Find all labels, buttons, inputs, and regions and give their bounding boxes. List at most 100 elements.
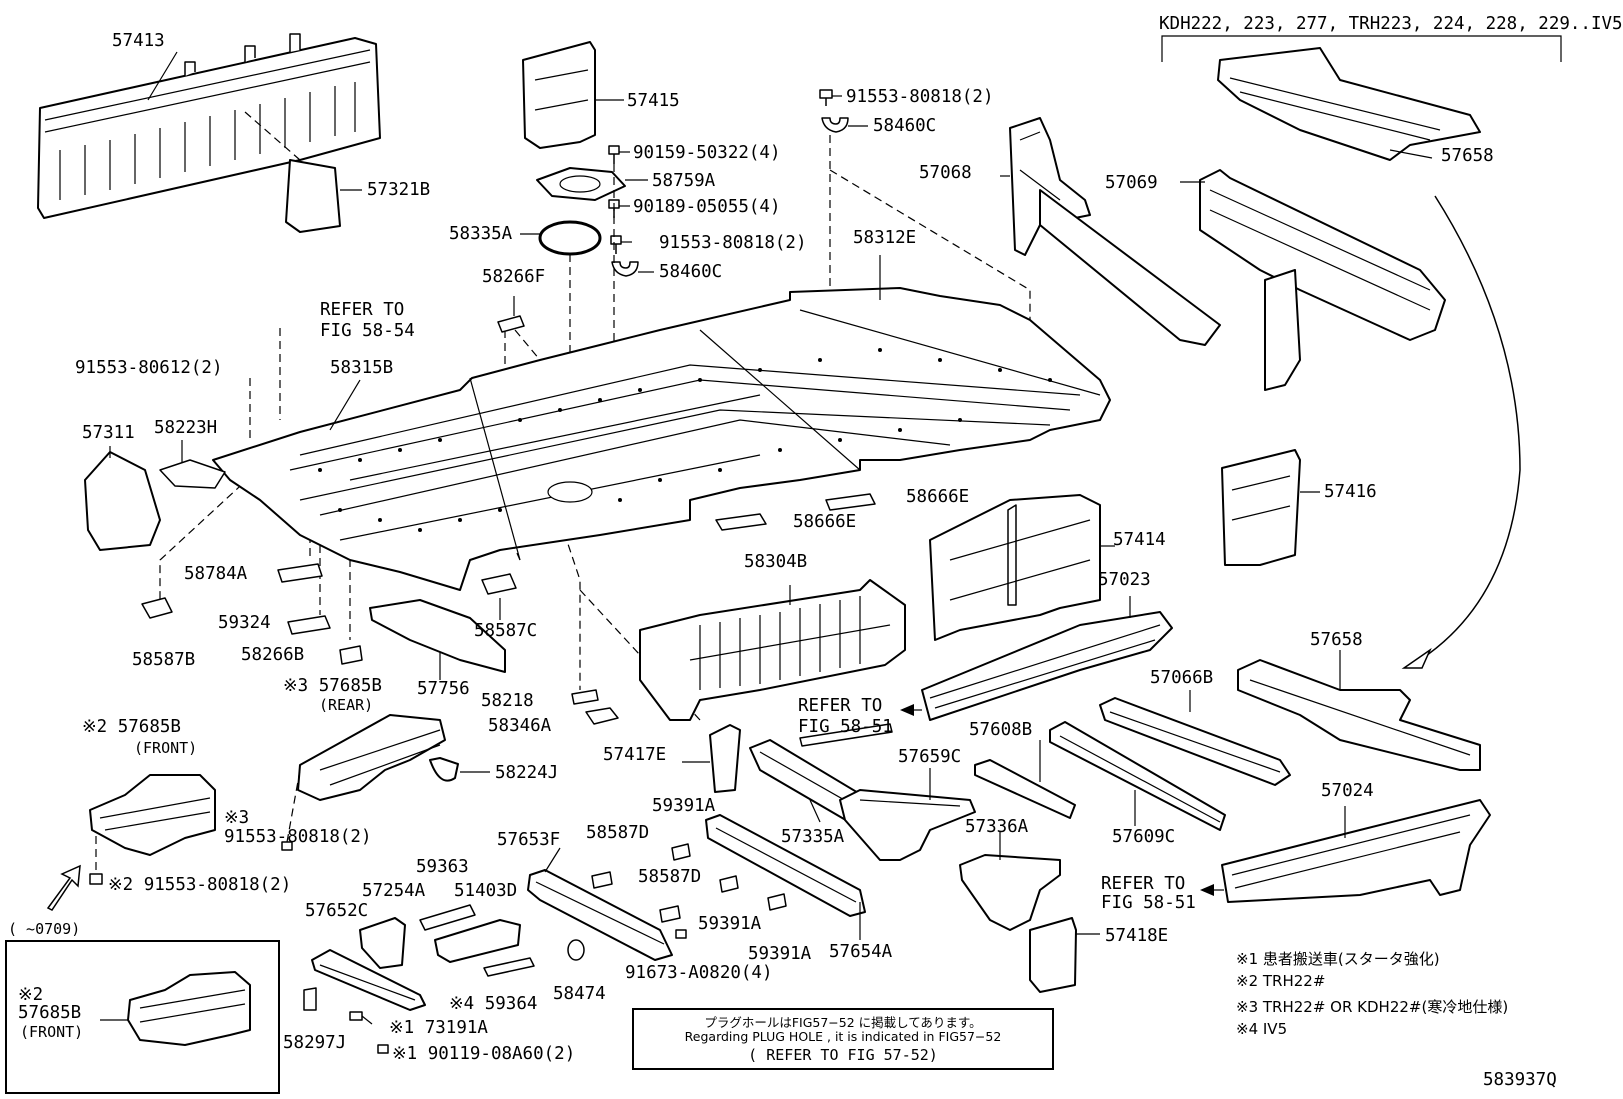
part-57311	[84, 451, 161, 551]
callout-91553-80818-d: ※2 91553-80818(2)	[108, 875, 292, 895]
part-58666E-a	[825, 493, 876, 511]
callout-91553-80818-b: 91553-80818(2)	[846, 87, 994, 107]
callout-58587D-b: 58587D	[638, 867, 702, 887]
part-58266B	[339, 645, 363, 665]
callout-58784A: 58784A	[184, 564, 248, 584]
part-57417E	[709, 724, 741, 793]
part-59324	[287, 615, 331, 635]
part-58223H	[159, 459, 226, 489]
callout-57069: 57069	[1105, 173, 1158, 193]
part-57608B	[974, 759, 1076, 819]
part-58666E-b	[715, 513, 767, 531]
callout-57413: 57413	[112, 31, 165, 51]
callout-58224J: 58224J	[495, 763, 559, 783]
callout-58346A: 58346A	[488, 716, 552, 736]
callout-90189-05055: 90189-05055(4)	[633, 197, 781, 217]
callout-57658-mid: 57658	[1310, 630, 1363, 650]
part-58266F	[497, 315, 525, 333]
callout-58587C: 58587C	[474, 621, 538, 641]
legend-item-3: ※3 TRH22# OR KDH22#(寒冷地仕様)	[1236, 998, 1509, 1016]
part-57653F	[527, 869, 673, 961]
part-57652C	[311, 949, 426, 1011]
callout-57685B-front: ※2 57685B	[82, 717, 181, 737]
callout-57068: 57068	[919, 163, 972, 183]
callout-59391A-c: 59391A	[748, 944, 812, 964]
inset-note-mark: ※2	[18, 985, 44, 1005]
callout-57608B: 57608B	[969, 720, 1033, 740]
callout-57658-top: 57658	[1441, 146, 1494, 166]
callout-58587D-a: 58587D	[586, 823, 650, 843]
part-57413-rear-panel	[37, 33, 381, 219]
part-57415	[522, 41, 596, 149]
part-57658-top	[1217, 47, 1481, 161]
callout-57321B: 57321B	[367, 180, 431, 200]
part-57756	[369, 599, 506, 673]
inset-frame	[5, 940, 280, 1094]
part-57321B	[285, 159, 341, 233]
callout-58666E-a: 58666E	[906, 487, 970, 507]
part-57685B-rear	[297, 714, 446, 801]
callout-57416: 57416	[1324, 482, 1377, 502]
part-59391A-c	[767, 893, 787, 911]
callout-58759A: 58759A	[652, 171, 716, 191]
callout-57659C: 57659C	[898, 747, 962, 767]
callout-59391A-a: 59391A	[652, 796, 716, 816]
callout-91673-A0820: 91673-A0820(4)	[625, 963, 773, 983]
part-57254A	[359, 917, 406, 969]
rear-tag: (REAR)	[319, 696, 374, 714]
note-mark-3: ※3	[224, 808, 250, 828]
callout-90159-50322: 90159-50322(4)	[633, 143, 781, 163]
fasteners-column	[608, 89, 833, 254]
callout-58335A: 58335A	[449, 224, 513, 244]
refer-fig-58-54-line2: FIG 58-54	[320, 321, 415, 341]
callout-58218: 58218	[481, 691, 534, 711]
callout-58460C-a: 58460C	[659, 262, 723, 282]
diagram-id: 583937Q	[1483, 1070, 1557, 1090]
callout-57023: 57023	[1098, 570, 1151, 590]
legend-item-4: ※4 IV5	[1236, 1020, 1288, 1038]
header-bracket	[1161, 35, 1562, 62]
part-58460C-b	[821, 117, 849, 133]
part-58474	[567, 939, 585, 961]
callout-51403D: 51403D	[454, 881, 518, 901]
part-57418E	[1029, 917, 1077, 993]
callout-91553-80818-a: 91553-80818(2)	[659, 233, 807, 253]
callout-57335A: 57335A	[781, 827, 845, 847]
callout-58297J: 58297J	[283, 1033, 347, 1053]
part-57024	[1221, 799, 1491, 903]
plug-note-line3: ( REFER TO FIG 57-52)	[748, 1046, 938, 1064]
part-57685B-inset	[127, 971, 251, 1046]
model-applicability-note: KDH222, 223, 277, TRH223, 224, 228, 229.…	[1159, 14, 1623, 34]
callout-57685B-rear: ※3 57685B	[283, 676, 382, 696]
part-57069	[1199, 169, 1446, 341]
part-59364	[483, 957, 535, 977]
callout-90119-08A60: ※1 90119-08A60(2)	[392, 1044, 576, 1064]
callout-91553-80612: 91553-80612(2)	[75, 358, 223, 378]
legend-item-2: ※2 TRH22#	[1236, 972, 1326, 990]
part-floor-pan	[212, 287, 1111, 591]
front-tag: (FRONT)	[134, 739, 198, 757]
part-57336A	[959, 854, 1061, 931]
part-51403D	[434, 919, 521, 963]
callout-58315B: 58315B	[330, 358, 394, 378]
callout-59324: 59324	[218, 613, 271, 633]
part-58587B	[141, 597, 173, 619]
callout-58223H: 58223H	[154, 418, 218, 438]
callout-59391A-b: 59391A	[698, 914, 762, 934]
refer-fig-58-51-a-line2: FIG 58-51	[798, 717, 893, 737]
refer-fig-58-54-line1: REFER TO	[320, 300, 405, 320]
part-58784A	[277, 563, 323, 583]
refer-fig-58-51-b-line1: REFER TO	[1101, 874, 1186, 894]
part-57414	[929, 494, 1101, 641]
arrow-left-1	[900, 704, 914, 716]
part-59391A-a	[671, 843, 691, 861]
callout-58666E-b: 58666E	[793, 512, 857, 532]
callout-57066B: 57066B	[1150, 668, 1214, 688]
part-58587C	[481, 573, 517, 595]
callout-58266B: 58266B	[241, 645, 305, 665]
callout-58304B: 58304B	[744, 552, 808, 572]
callout-58587B: 58587B	[132, 650, 196, 670]
callout-57653F: 57653F	[497, 830, 561, 850]
part-58460C-a	[611, 261, 639, 277]
